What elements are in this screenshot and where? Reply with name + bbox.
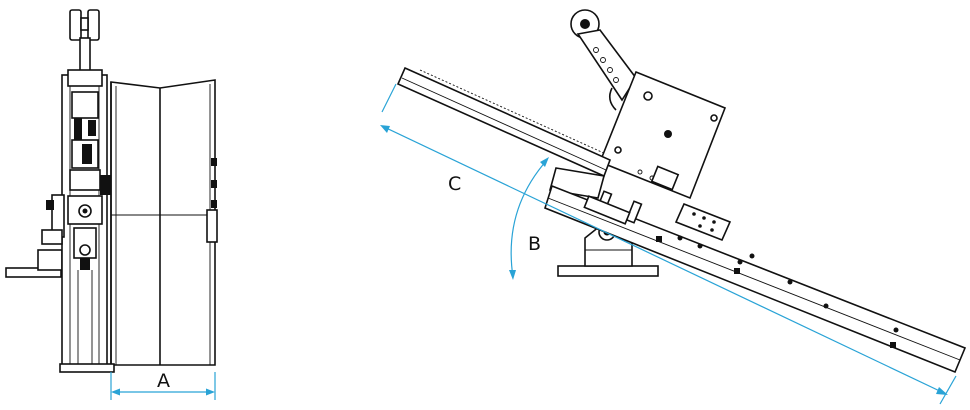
dimension-a: A xyxy=(110,370,216,400)
front-left-clamp xyxy=(41,229,63,245)
dimension-c-line xyxy=(381,125,947,395)
front-base-plate-left xyxy=(5,267,62,278)
front-internal-dark-1 xyxy=(74,118,82,140)
front-internal-dark-3 xyxy=(82,144,92,164)
side-control-switch xyxy=(650,165,680,191)
side-control-box xyxy=(598,70,727,200)
front-internal-block-3 xyxy=(69,169,101,191)
front-top-cap xyxy=(67,69,103,87)
front-cover-outer xyxy=(110,79,216,366)
side-base-plate xyxy=(557,265,659,277)
side-upper-rack xyxy=(396,66,612,178)
front-bottom-foot xyxy=(59,363,115,373)
top-roller-axle xyxy=(80,17,89,31)
side-beam-block xyxy=(674,202,732,242)
dimension-c: C xyxy=(380,83,957,405)
label-c: C xyxy=(448,173,461,195)
side-pivot-clamp xyxy=(583,195,631,225)
top-roller-right xyxy=(87,9,100,41)
label-a: A xyxy=(157,370,170,392)
front-view xyxy=(5,9,218,373)
side-top-arm xyxy=(576,29,637,102)
front-right-latch xyxy=(206,209,218,243)
top-roller-left xyxy=(69,9,82,41)
label-b: B xyxy=(528,233,541,255)
dimension-b: B xyxy=(509,157,549,280)
side-view xyxy=(396,9,967,374)
front-internal-block-1 xyxy=(71,91,99,119)
front-base-block xyxy=(37,249,63,271)
front-internal-dark-2 xyxy=(88,120,96,136)
dimension-b-arc xyxy=(510,159,548,278)
